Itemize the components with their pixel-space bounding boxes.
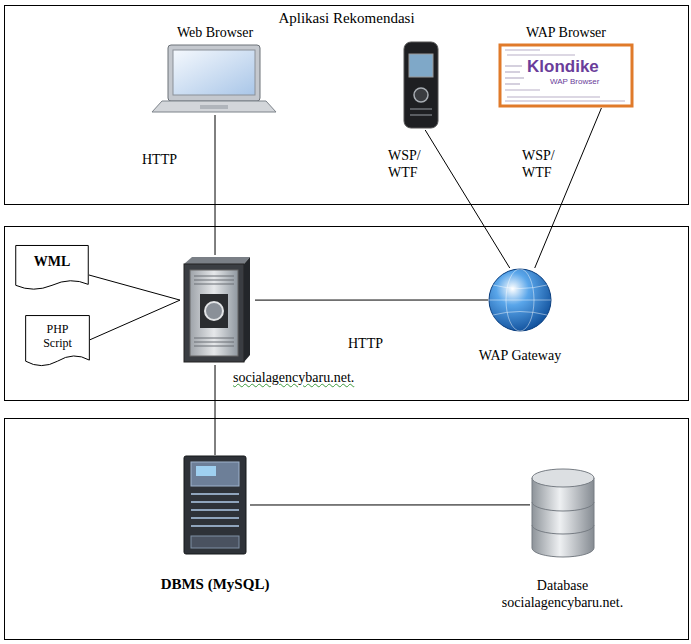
wml-document: WML xyxy=(15,245,89,293)
node-label: socialagencybaru.net. xyxy=(233,370,354,387)
node-label: WAP Browser xyxy=(494,25,638,42)
connector-line xyxy=(535,108,602,268)
protocol-label: WSP/ WTF xyxy=(386,148,430,182)
php-document: PHP Script xyxy=(25,315,90,370)
wap-browser-screenshot xyxy=(500,45,632,106)
connector-line xyxy=(250,504,530,505)
node-label: PHP Script xyxy=(33,315,83,351)
web-server: socialagencybaru.net. xyxy=(180,255,255,365)
connector-line xyxy=(255,300,488,301)
data-band: DBMS (MySQL) Database socialagencybaru.ne… xyxy=(4,418,689,640)
web-server-icon xyxy=(184,257,250,362)
connector-line xyxy=(215,115,216,255)
dbms: DBMS (MySQL) xyxy=(180,455,250,555)
node-label: DBMS (MySQL) xyxy=(161,575,270,593)
node-label: Web Browser xyxy=(137,25,293,42)
wap-gateway-globe xyxy=(489,269,551,331)
connector-line xyxy=(90,300,180,340)
node-label: WAP Gateway xyxy=(479,348,561,365)
laptop-icon xyxy=(152,45,276,112)
wap-browser: WAP Browser xyxy=(494,25,638,108)
protocol-label: HTTP xyxy=(140,152,179,169)
server-band: WML PHP Script socialagencybaru.net. WAP Ga… xyxy=(4,226,689,401)
phone xyxy=(400,40,442,130)
database-cylinder xyxy=(532,469,594,557)
dbms-server-icon xyxy=(184,456,246,554)
connector-line xyxy=(215,365,216,455)
band-heading: Aplikasi Rekomendasi xyxy=(5,6,688,27)
screenshot-title: Klondike xyxy=(527,58,599,75)
screenshot-subtitle: WAP Browser xyxy=(550,78,599,86)
web-browser: Web Browser xyxy=(137,25,293,115)
connector-line xyxy=(425,130,510,268)
wap-gateway: WAP Gateway xyxy=(488,268,552,332)
client-band: Aplikasi RekomendasiWeb BrowserWAP Brows… xyxy=(4,5,689,205)
node-label: WML xyxy=(15,245,89,271)
connector-line xyxy=(89,275,180,300)
protocol-label: WSP/ WTF xyxy=(520,148,564,182)
node-label: Database socialagencybaru.net. xyxy=(478,578,648,612)
protocol-label: HTTP xyxy=(346,336,385,353)
database: Database socialagencybaru.net. xyxy=(530,468,595,558)
phone-icon xyxy=(404,42,438,128)
